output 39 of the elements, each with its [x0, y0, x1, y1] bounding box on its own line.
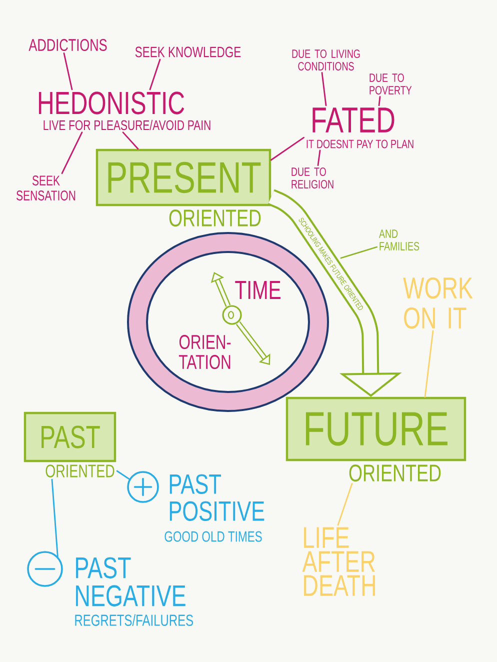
connector-line: [149, 58, 161, 90]
note: SEEK SENSATION: [16, 176, 76, 200]
subtitle: GOOD OLD TIMES: [164, 531, 262, 542]
subtitle: ORIENTED: [169, 210, 261, 226]
note: DUE TO RELIGION: [292, 168, 334, 188]
subtitle: ORIENTED: [46, 464, 114, 478]
title-box: FUTURE: [286, 396, 466, 462]
connector-line: [378, 96, 381, 106]
title-box: PRESENT: [96, 148, 272, 206]
title-box: PAST: [24, 412, 116, 462]
note: WORK ON IT: [403, 277, 473, 329]
heading: PAST NEGATIVE: [76, 557, 186, 606]
heading: HEDONISTIC: [38, 92, 184, 114]
connector-line: [317, 150, 321, 166]
heading: PAST POSITIVE: [170, 474, 264, 521]
subtitle: ORIENTED: [349, 464, 441, 482]
connector-line: [337, 483, 353, 526]
connector-line: [340, 246, 378, 259]
connector-line: [116, 470, 130, 480]
note: LIFE AFTER DEATH: [302, 527, 375, 596]
note: SEEK KNOWLEDGE: [135, 46, 241, 58]
broad-arrow: [268, 189, 402, 397]
connector-line: [63, 52, 73, 90]
heading: FATED: [312, 108, 394, 132]
heading: TIME: [235, 281, 280, 299]
connector-line: [321, 72, 327, 106]
note: DUE TO POVERTY: [370, 74, 412, 94]
note: DUE TO LIVING CONDITIONS: [292, 50, 360, 70]
subtitle: LIVE FOR PLEASURE/AVOID PAIN: [44, 120, 210, 130]
note: ADDICTIONS: [28, 38, 107, 52]
connector-line: [61, 132, 83, 174]
heading: ORIEN-TATION: [178, 334, 231, 370]
connector-line: [51, 478, 58, 558]
connector-line: [424, 330, 434, 398]
note: AND FAMILIES: [379, 230, 420, 250]
connector-line: [270, 136, 304, 161]
subtitle: REGRETS/FAILURES: [75, 614, 193, 626]
subtitle: IT DOESNT PAY TO PLAN: [306, 140, 414, 148]
connector-line: [122, 132, 139, 150]
